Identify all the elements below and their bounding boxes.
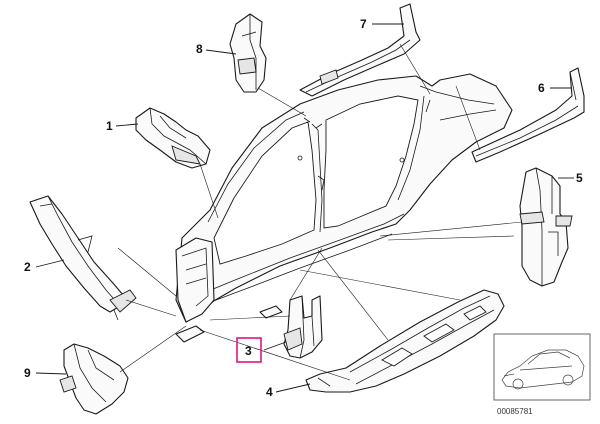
vehicle-thumbnail: 00085781	[493, 333, 591, 416]
callout-6[interactable]: 6	[538, 81, 545, 95]
callout-labels: 1 2 3 4 5 6 7 8 9	[24, 17, 583, 399]
callout-8[interactable]: 8	[196, 42, 203, 56]
callout-4[interactable]: 4	[266, 385, 273, 399]
callout-9[interactable]: 9	[24, 366, 31, 380]
part-9-lower-trim	[59, 343, 129, 415]
callout-7[interactable]: 7	[360, 17, 367, 31]
part-4-sill-support	[305, 289, 505, 393]
callout-2[interactable]: 2	[24, 260, 31, 274]
reference-number: 00085781	[497, 407, 533, 416]
thumbnail-frame	[493, 333, 591, 401]
callout-3[interactable]: 3	[245, 344, 252, 358]
part-2-pillar-trim	[29, 195, 137, 321]
callout-1[interactable]: 1	[106, 119, 113, 133]
part-3-bracket	[283, 295, 323, 359]
leader-lines	[35, 23, 574, 393]
body-side-frame	[175, 73, 513, 343]
part-8-bracket	[229, 13, 267, 93]
part-6-rear-strip	[471, 67, 585, 163]
part-7-roof-strip	[299, 3, 421, 97]
assembly-guides	[117, 43, 523, 381]
part-5-arch-bracket	[519, 167, 573, 287]
callout-5[interactable]: 5	[576, 171, 583, 185]
part-1-bracket	[135, 107, 211, 169]
selected-callout-frame	[236, 337, 262, 363]
